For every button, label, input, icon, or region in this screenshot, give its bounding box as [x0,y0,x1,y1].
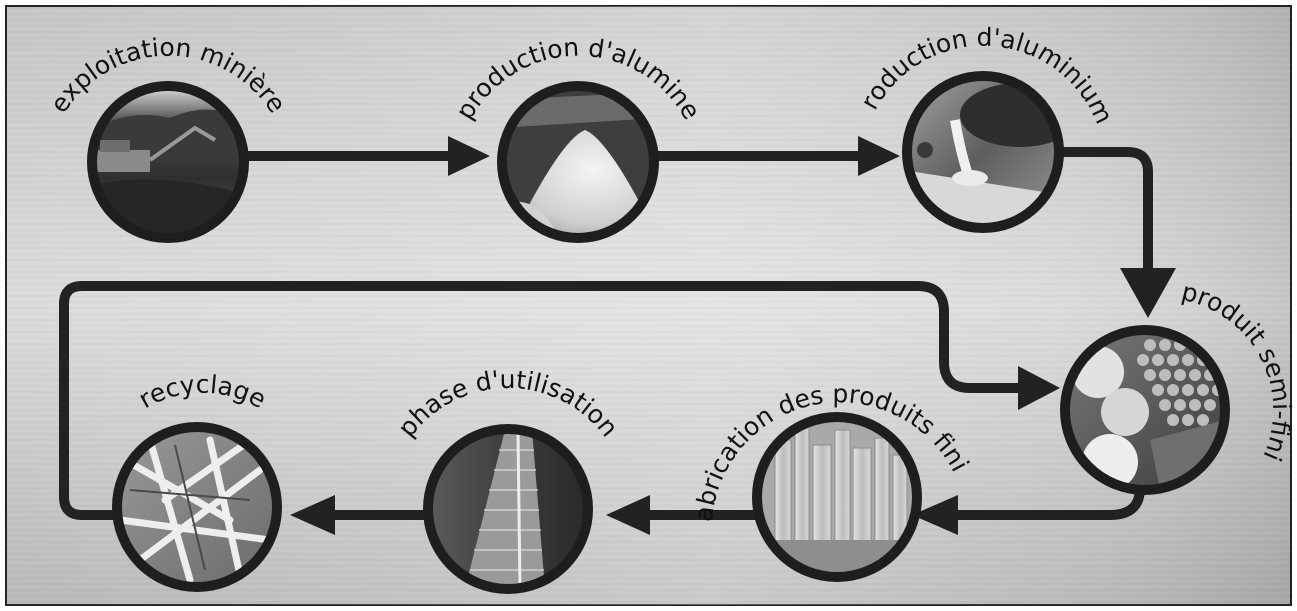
stage-node-recycling [112,422,282,592]
stage-node-semi-finished [1060,325,1230,495]
arrowhead-finished [912,495,958,535]
arrowhead-semi-from-left [1018,366,1060,410]
stage-node-alumina [497,81,659,243]
stage-node-use-phase [423,424,593,594]
stage-node-finished-products [752,412,922,582]
arrowhead-semi-from-top [1120,268,1176,318]
arrow-aluminium-to-semi [1055,147,1153,273]
stage-node-aluminium [902,71,1064,233]
arrow-recycling-to-semi [59,281,1023,520]
arrowheads [290,136,1176,535]
arrowhead-use [606,495,650,535]
arrowhead-recycling [290,495,335,535]
stage-node-mining [87,81,249,243]
arrowhead-alumina [448,136,490,176]
arrowhead-aluminium [858,136,900,176]
